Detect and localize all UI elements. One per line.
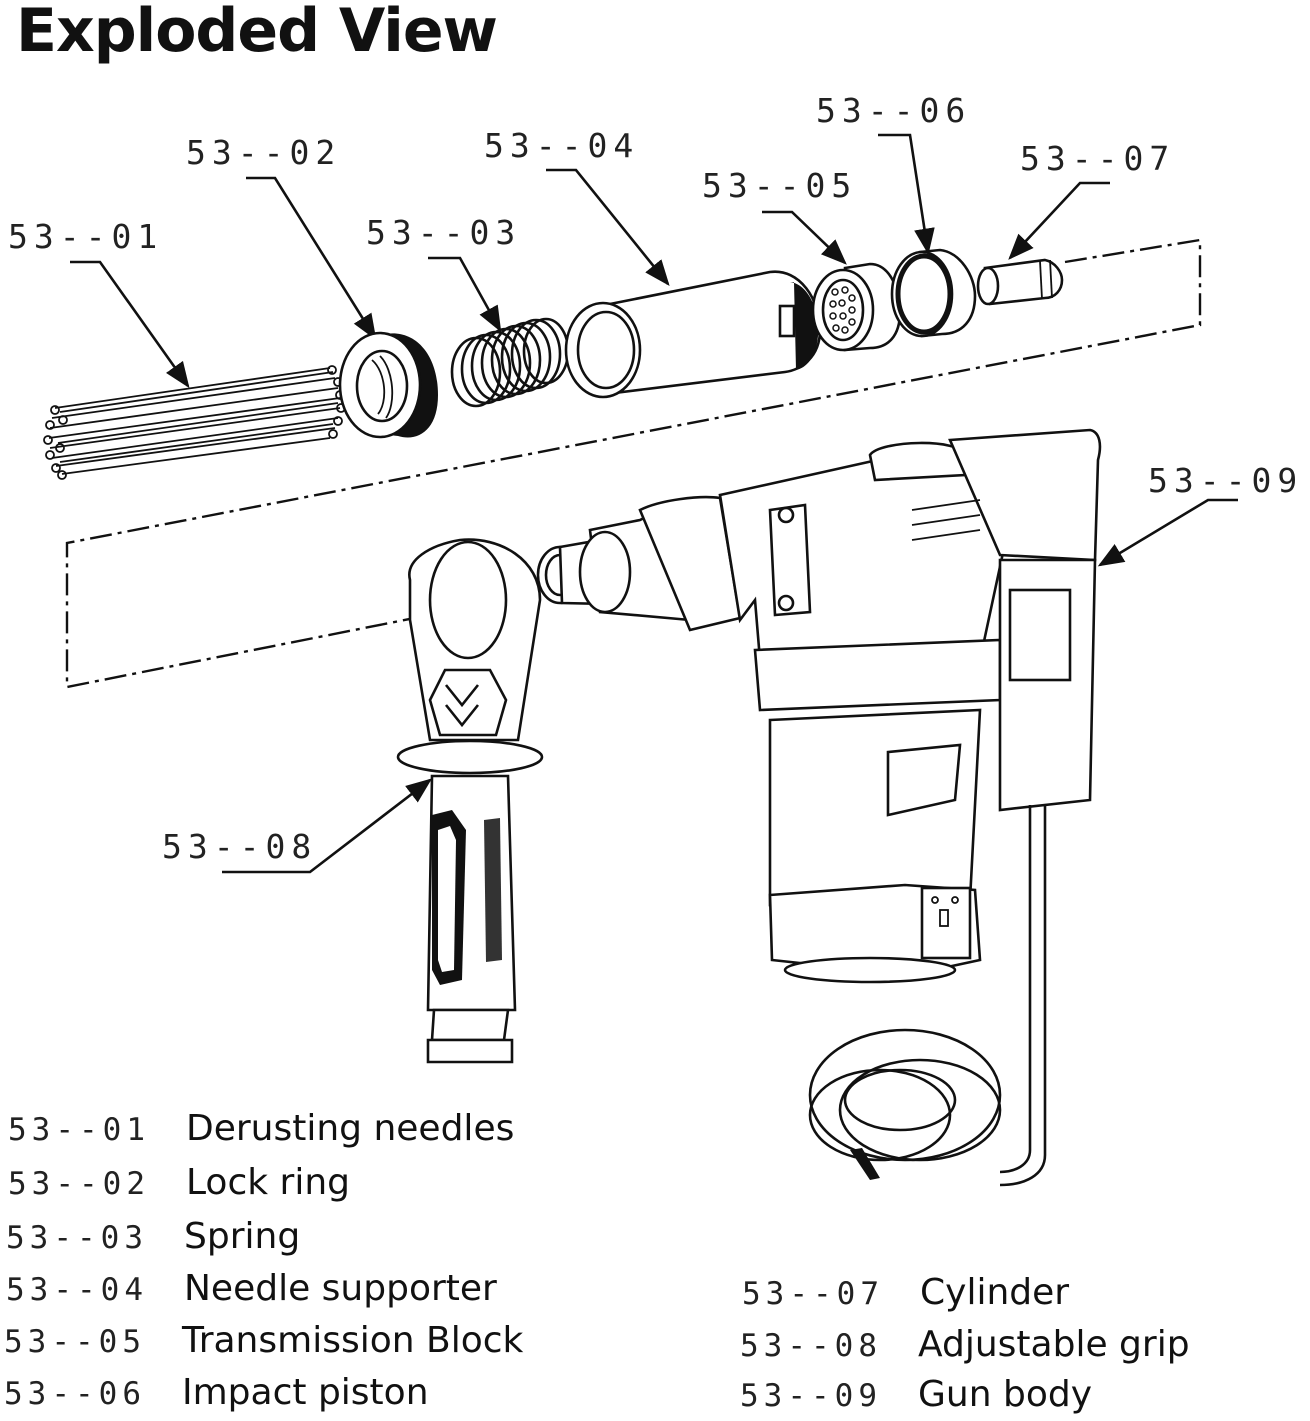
leader-53-04	[546, 168, 670, 287]
part-needle-supporter	[564, 270, 822, 399]
legend-name: Adjustable grip	[918, 1324, 1190, 1365]
part-cylinder	[976, 258, 1064, 306]
legend-name: Spring	[184, 1216, 301, 1257]
callout-label-53-08: 53--08	[162, 827, 317, 866]
legend-row: 53--05 Transmission Block	[4, 1320, 523, 1361]
legend-name: Cylinder	[920, 1272, 1070, 1313]
leader-53-05	[762, 210, 847, 265]
leader-53-03	[428, 256, 502, 333]
diagram-title: Exploded View	[16, 0, 498, 66]
legend-name: Transmission Block	[182, 1320, 524, 1361]
part-spring	[450, 317, 570, 408]
legend-code: 53--01	[8, 1112, 150, 1148]
leader-lines	[70, 133, 1238, 874]
legend-name: Lock ring	[186, 1162, 351, 1203]
legend-name: Impact piston	[182, 1372, 429, 1413]
callout-label-53-06: 53--06	[816, 91, 971, 130]
legend-code: 53--03	[6, 1220, 148, 1256]
legend-name: Needle supporter	[184, 1268, 497, 1309]
legend-code: 53--02	[8, 1166, 150, 1202]
legend-row: 53--07 Cylinder	[742, 1272, 1069, 1313]
legend-row: 53--02 Lock ring	[8, 1162, 350, 1203]
part-impact-piston	[890, 248, 977, 338]
legend-code: 53--09	[740, 1378, 882, 1414]
leader-53-02	[246, 176, 377, 341]
legend-row: 53--01 Derusting needles	[8, 1108, 514, 1149]
legend-row: 53--03 Spring	[6, 1216, 300, 1257]
leader-53-06	[878, 133, 935, 255]
part-derusting-needles	[43, 365, 346, 480]
assembly-axis-outline	[65, 238, 1202, 689]
legend-code: 53--05	[4, 1324, 146, 1360]
leader-53-09	[1097, 498, 1238, 567]
legend-name: Derusting needles	[186, 1108, 515, 1149]
part-lock-ring	[338, 331, 438, 439]
legend-code: 53--06	[4, 1376, 146, 1412]
legend-name: Gun body	[918, 1374, 1093, 1415]
callout-label-53-01: 53--01	[8, 217, 163, 256]
callout-label-53-03: 53--03	[366, 213, 521, 252]
callout-label-53-04: 53--04	[484, 126, 639, 165]
legend-row: 53--04 Needle supporter	[6, 1268, 497, 1309]
callout-label-53-07: 53--07	[1020, 139, 1175, 178]
legend-code: 53--08	[740, 1328, 882, 1364]
callout-label-53-02: 53--02	[186, 133, 341, 172]
callout-label-53-05: 53--05	[702, 166, 857, 205]
leader-53-07	[1008, 181, 1110, 260]
legend-row: 53--09 Gun body	[740, 1374, 1092, 1415]
legend-code: 53--04	[6, 1272, 148, 1308]
leader-53-01	[70, 260, 190, 389]
leader-53-08	[222, 778, 433, 874]
legend-row: 53--06 Impact piston	[4, 1372, 429, 1413]
part-adjustable-grip	[396, 538, 544, 1064]
legend-row: 53--08 Adjustable grip	[740, 1324, 1190, 1365]
callout-label-53-09: 53--09	[1148, 461, 1303, 500]
part-transmission-block	[811, 262, 902, 352]
legend-code: 53--07	[742, 1276, 884, 1312]
part-gun-body	[536, 428, 1102, 1187]
